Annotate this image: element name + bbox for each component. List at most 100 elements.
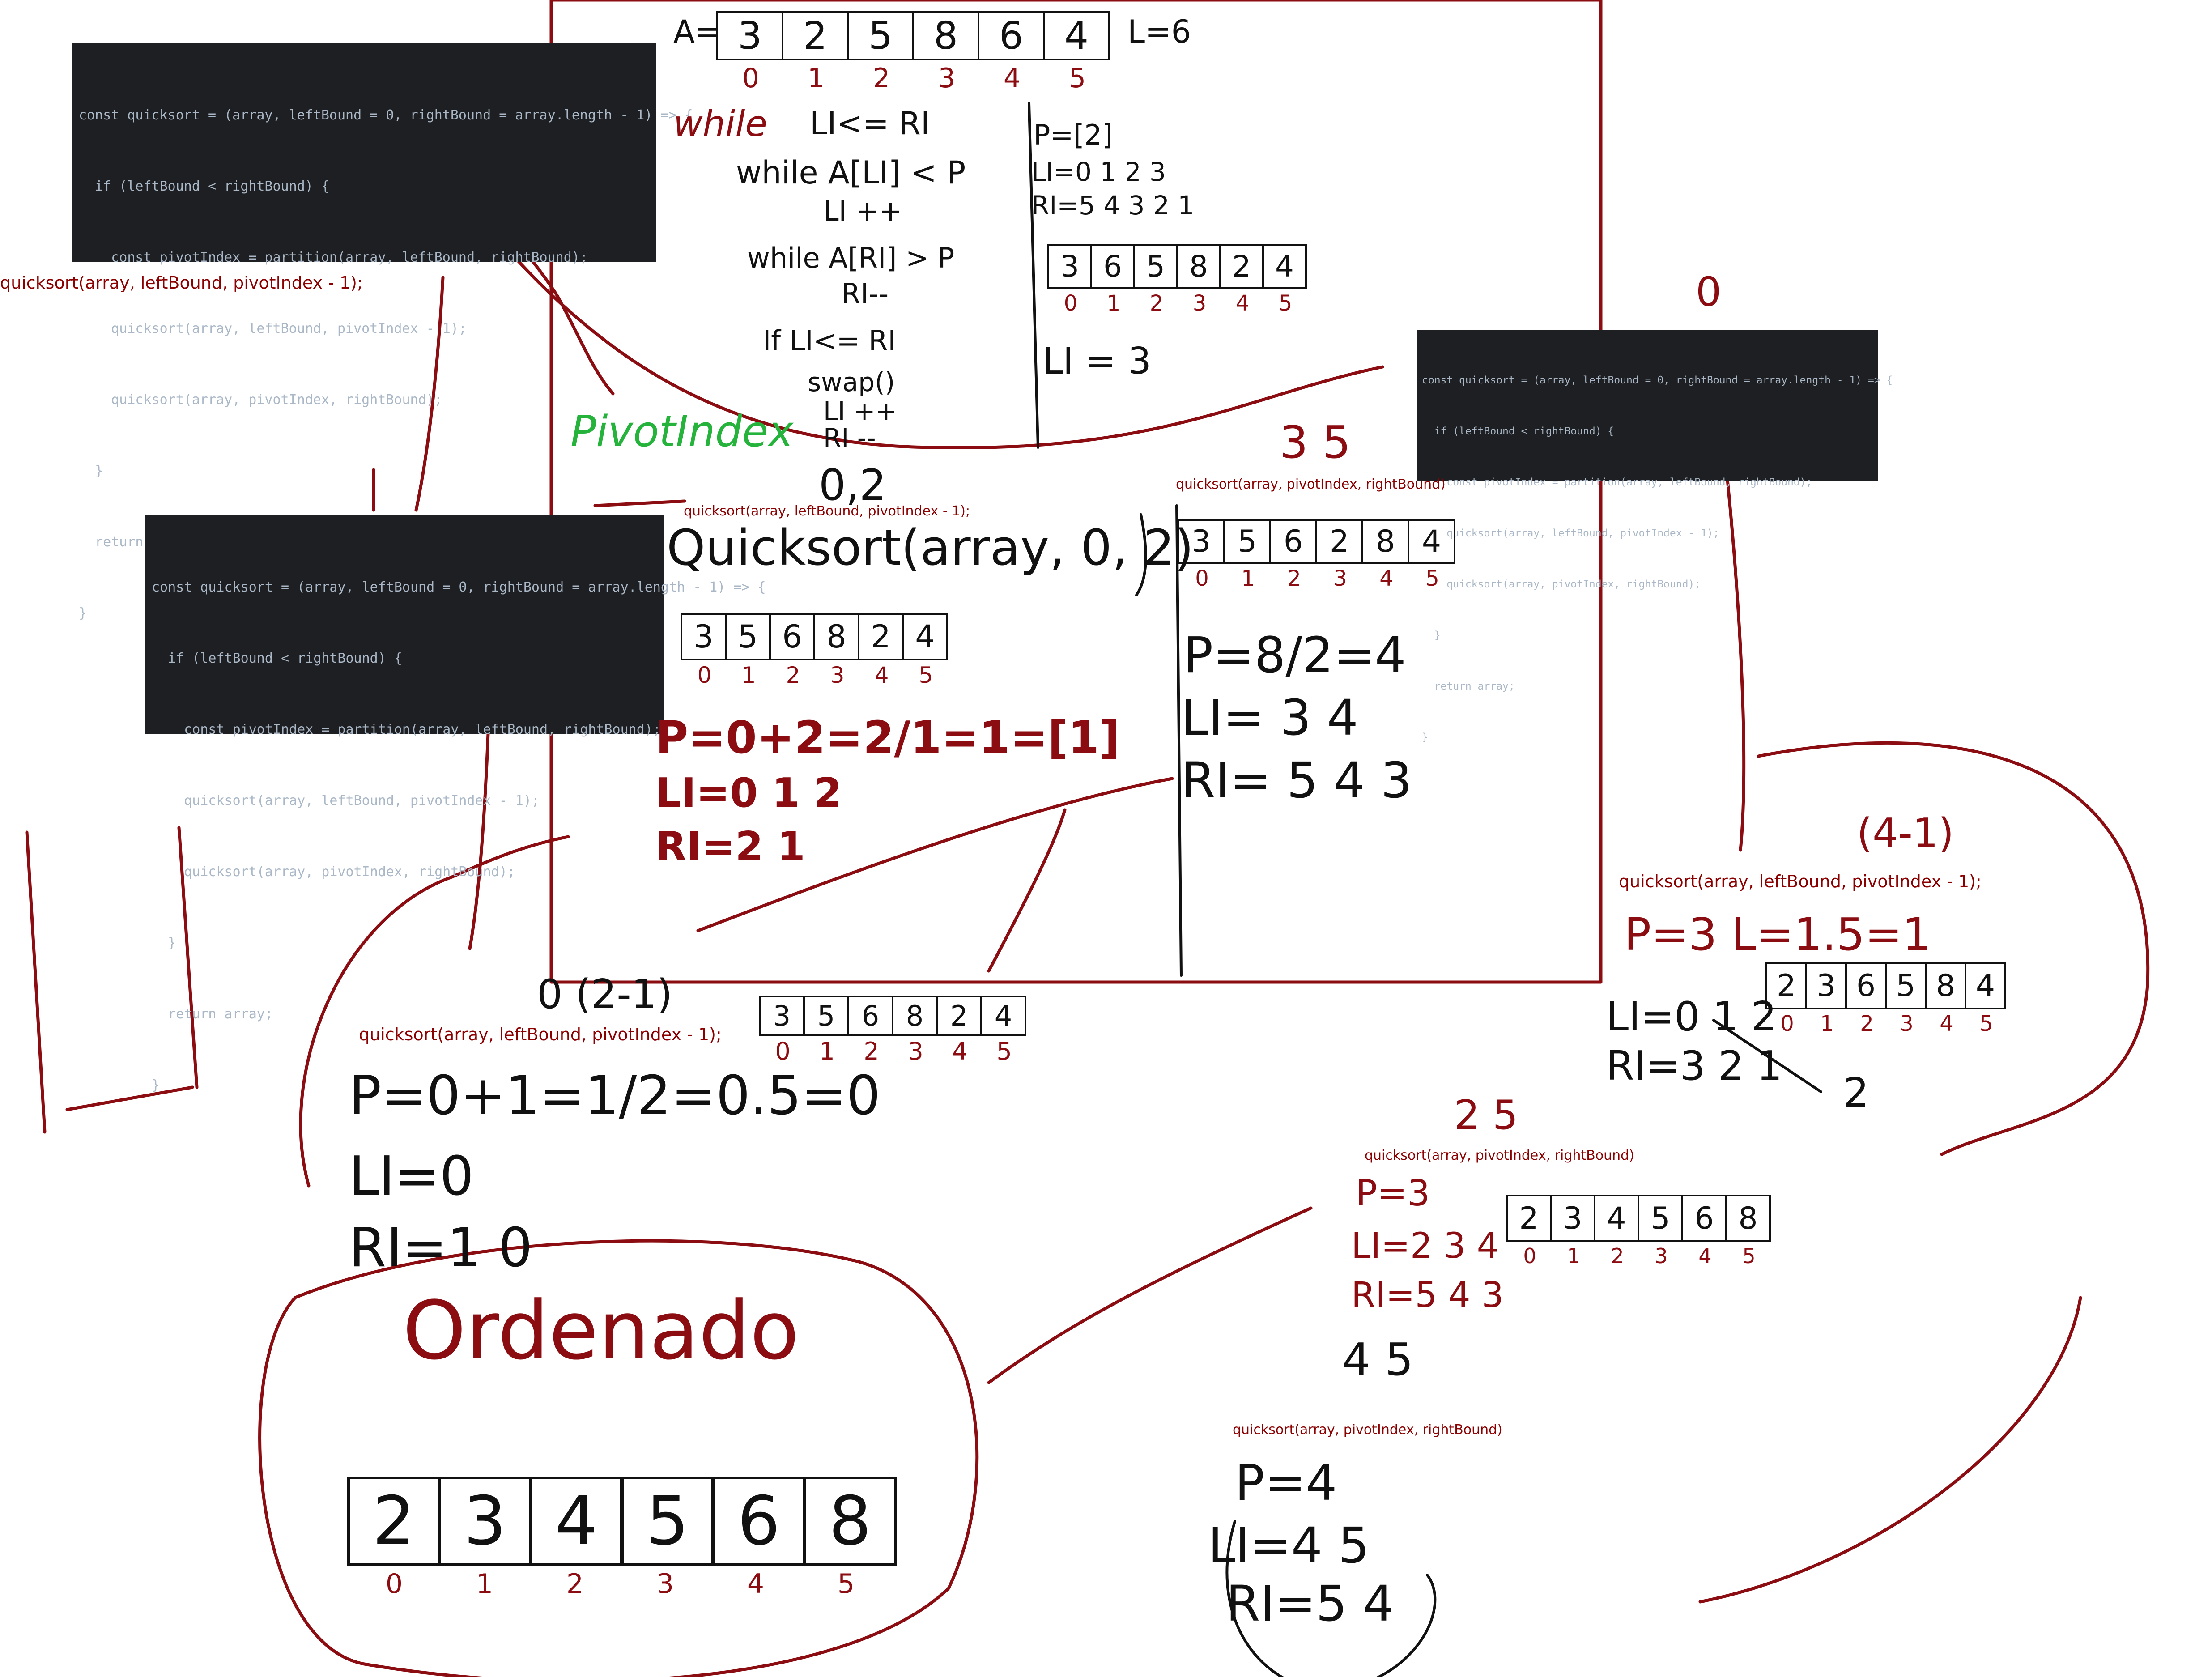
li-result: LI = 3 — [1042, 340, 1151, 383]
array-sorted: 2 3 4 5 6 8 — [347, 1477, 897, 1566]
bracket-call — [1135, 513, 1147, 596]
code-snippet-left: const quicksort = (array, leftBound = 0,… — [145, 515, 766, 1093]
quicksort-call: Quicksort(array, 0, 2) — [667, 519, 1194, 576]
call-label: quicksort(array, leftBound, pivotIndex -… — [359, 1025, 722, 1044]
index: 2 — [864, 1037, 879, 1065]
array-cell: 3 — [716, 11, 783, 60]
arrow-result-to-right — [696, 777, 1174, 932]
array-cell: 8 — [1725, 1195, 1771, 1242]
index-row: 0 1 2 3 4 5 — [718, 63, 1110, 94]
index: 5 — [1278, 291, 1293, 316]
bounds-2-5: 2 5 — [1454, 1092, 1519, 1139]
main-frame — [549, 0, 1603, 984]
array-cell: 5 — [1223, 519, 1271, 564]
array-cell: 3 — [681, 613, 727, 660]
code-line: const pivotIndex = partition(array, left… — [79, 250, 588, 265]
index: 0 — [1063, 291, 1078, 316]
code-snippet-right: const quicksort = (array, leftBound = 0,… — [1417, 330, 1893, 743]
array-cell: 4 — [1594, 1195, 1639, 1242]
array-cell: 6 — [769, 613, 815, 660]
index-row: 0 1 2 3 4 5 — [1508, 1244, 1771, 1268]
index: 1 — [807, 63, 825, 94]
center-divider — [1028, 102, 1039, 449]
ri-right-right: RI=5 4 3 — [1351, 1275, 1504, 1315]
li-right-left: LI=0 1 2 — [1606, 993, 1777, 1040]
length-label: L=6 — [1127, 13, 1191, 50]
bounds-0-2: 0,2 — [819, 461, 887, 510]
index: 2 — [1287, 566, 1301, 591]
array-cell: 6 — [847, 996, 893, 1036]
index: 0 — [742, 63, 760, 94]
index: 3 — [938, 63, 956, 94]
array-cell: 3 — [438, 1477, 532, 1566]
code-line: if (leftBound < rightBound) { — [152, 651, 402, 666]
array-cell: 5 — [725, 613, 771, 660]
pivot-index-label: PivotIndex — [570, 407, 794, 456]
index: 3 — [1655, 1244, 1668, 1268]
code-line: quicksort(array, leftBound, pivotIndex -… — [152, 793, 540, 809]
array-cell: 4 — [902, 613, 948, 660]
left-bracket — [25, 826, 199, 1134]
array-cell: 2 — [1315, 519, 1363, 564]
index: 0 — [385, 1568, 403, 1600]
index: 2 — [872, 63, 890, 94]
arrow-left2-up — [299, 835, 570, 1188]
index: 4 — [1003, 63, 1021, 94]
array-cell: 4 — [980, 996, 1026, 1036]
array-after-partition: 3 6 5 8 2 4 — [1047, 244, 1307, 289]
index: 0 — [1780, 1011, 1794, 1036]
array-cell: 2 — [1506, 1195, 1552, 1242]
swap-call: swap() — [808, 367, 895, 397]
array-cell: 2 — [1219, 244, 1264, 289]
array-cell: 5 — [847, 11, 914, 60]
bounds-3-5: 3 5 — [1280, 416, 1351, 468]
array-cell: 4 — [1262, 244, 1307, 289]
pivot-main: P=[2] — [1034, 119, 1113, 151]
li-right: LI= 3 4 — [1181, 689, 1358, 746]
index: 5 — [837, 1568, 855, 1600]
pivot-last: P=4 — [1235, 1454, 1337, 1511]
bounds-0-2-1: 0 (2-1) — [537, 971, 673, 1018]
index: 2 — [1611, 1244, 1624, 1268]
code-line: const quicksort = (array, leftBound = 0,… — [1422, 375, 1893, 386]
ri-left: RI=2 1 — [655, 823, 805, 870]
arrow-rl-result — [1712, 1019, 1822, 1093]
pivot-right-right: P=3 — [1356, 1172, 1430, 1214]
ri-right-left: RI=3 2 1 — [1606, 1043, 1782, 1090]
code-line: } — [152, 935, 176, 951]
array-cell: 2 — [347, 1477, 440, 1566]
array-cell: 8 — [1361, 519, 1409, 564]
ri-last: RI=5 4 — [1226, 1575, 1394, 1632]
arrow-code1-to-code4 — [455, 186, 1384, 450]
ri-main: RI=5 4 3 2 1 — [1031, 190, 1195, 221]
code-line: } — [79, 463, 103, 479]
array-left-1: 3 5 6 8 2 4 — [681, 613, 948, 660]
index: 5 — [1068, 63, 1086, 94]
arrow-to-sorted — [987, 1206, 1313, 1384]
ri-right: RI= 5 4 3 — [1181, 752, 1412, 809]
array-cell: 4 — [1965, 962, 2006, 1009]
code-line: return array; — [1422, 681, 1515, 692]
index: 1 — [819, 1037, 835, 1065]
pivot-left-2: P=0+1=1/2=0.5=0 — [349, 1065, 881, 1127]
li-main: LI=0 1 2 3 — [1031, 157, 1166, 187]
array-cell: 8 — [1176, 244, 1221, 289]
code-line: } — [79, 605, 87, 621]
increment-left: LI ++ — [823, 195, 902, 227]
loop-right — [1757, 741, 2150, 1156]
array-cell: 4 — [1043, 11, 1110, 60]
code-line: const pivotIndex = partition(array, left… — [152, 722, 661, 737]
index: 1 — [1820, 1011, 1834, 1036]
array-cell: 6 — [1845, 962, 1887, 1009]
if-increment: LI ++ — [823, 396, 898, 426]
index: 5 — [1425, 566, 1439, 591]
pivot-right: P=8/2=4 — [1183, 626, 1406, 684]
index: 5 — [919, 662, 933, 688]
array-cell: 3 — [1177, 519, 1225, 564]
array-cell: 6 — [1269, 519, 1317, 564]
index-row: 0 1 2 3 4 5 — [761, 1037, 1026, 1065]
array-cell: 2 — [936, 996, 982, 1036]
index: 3 — [830, 662, 845, 688]
index: 4 — [1698, 1244, 1712, 1268]
array-cell: 5 — [1885, 962, 1927, 1009]
